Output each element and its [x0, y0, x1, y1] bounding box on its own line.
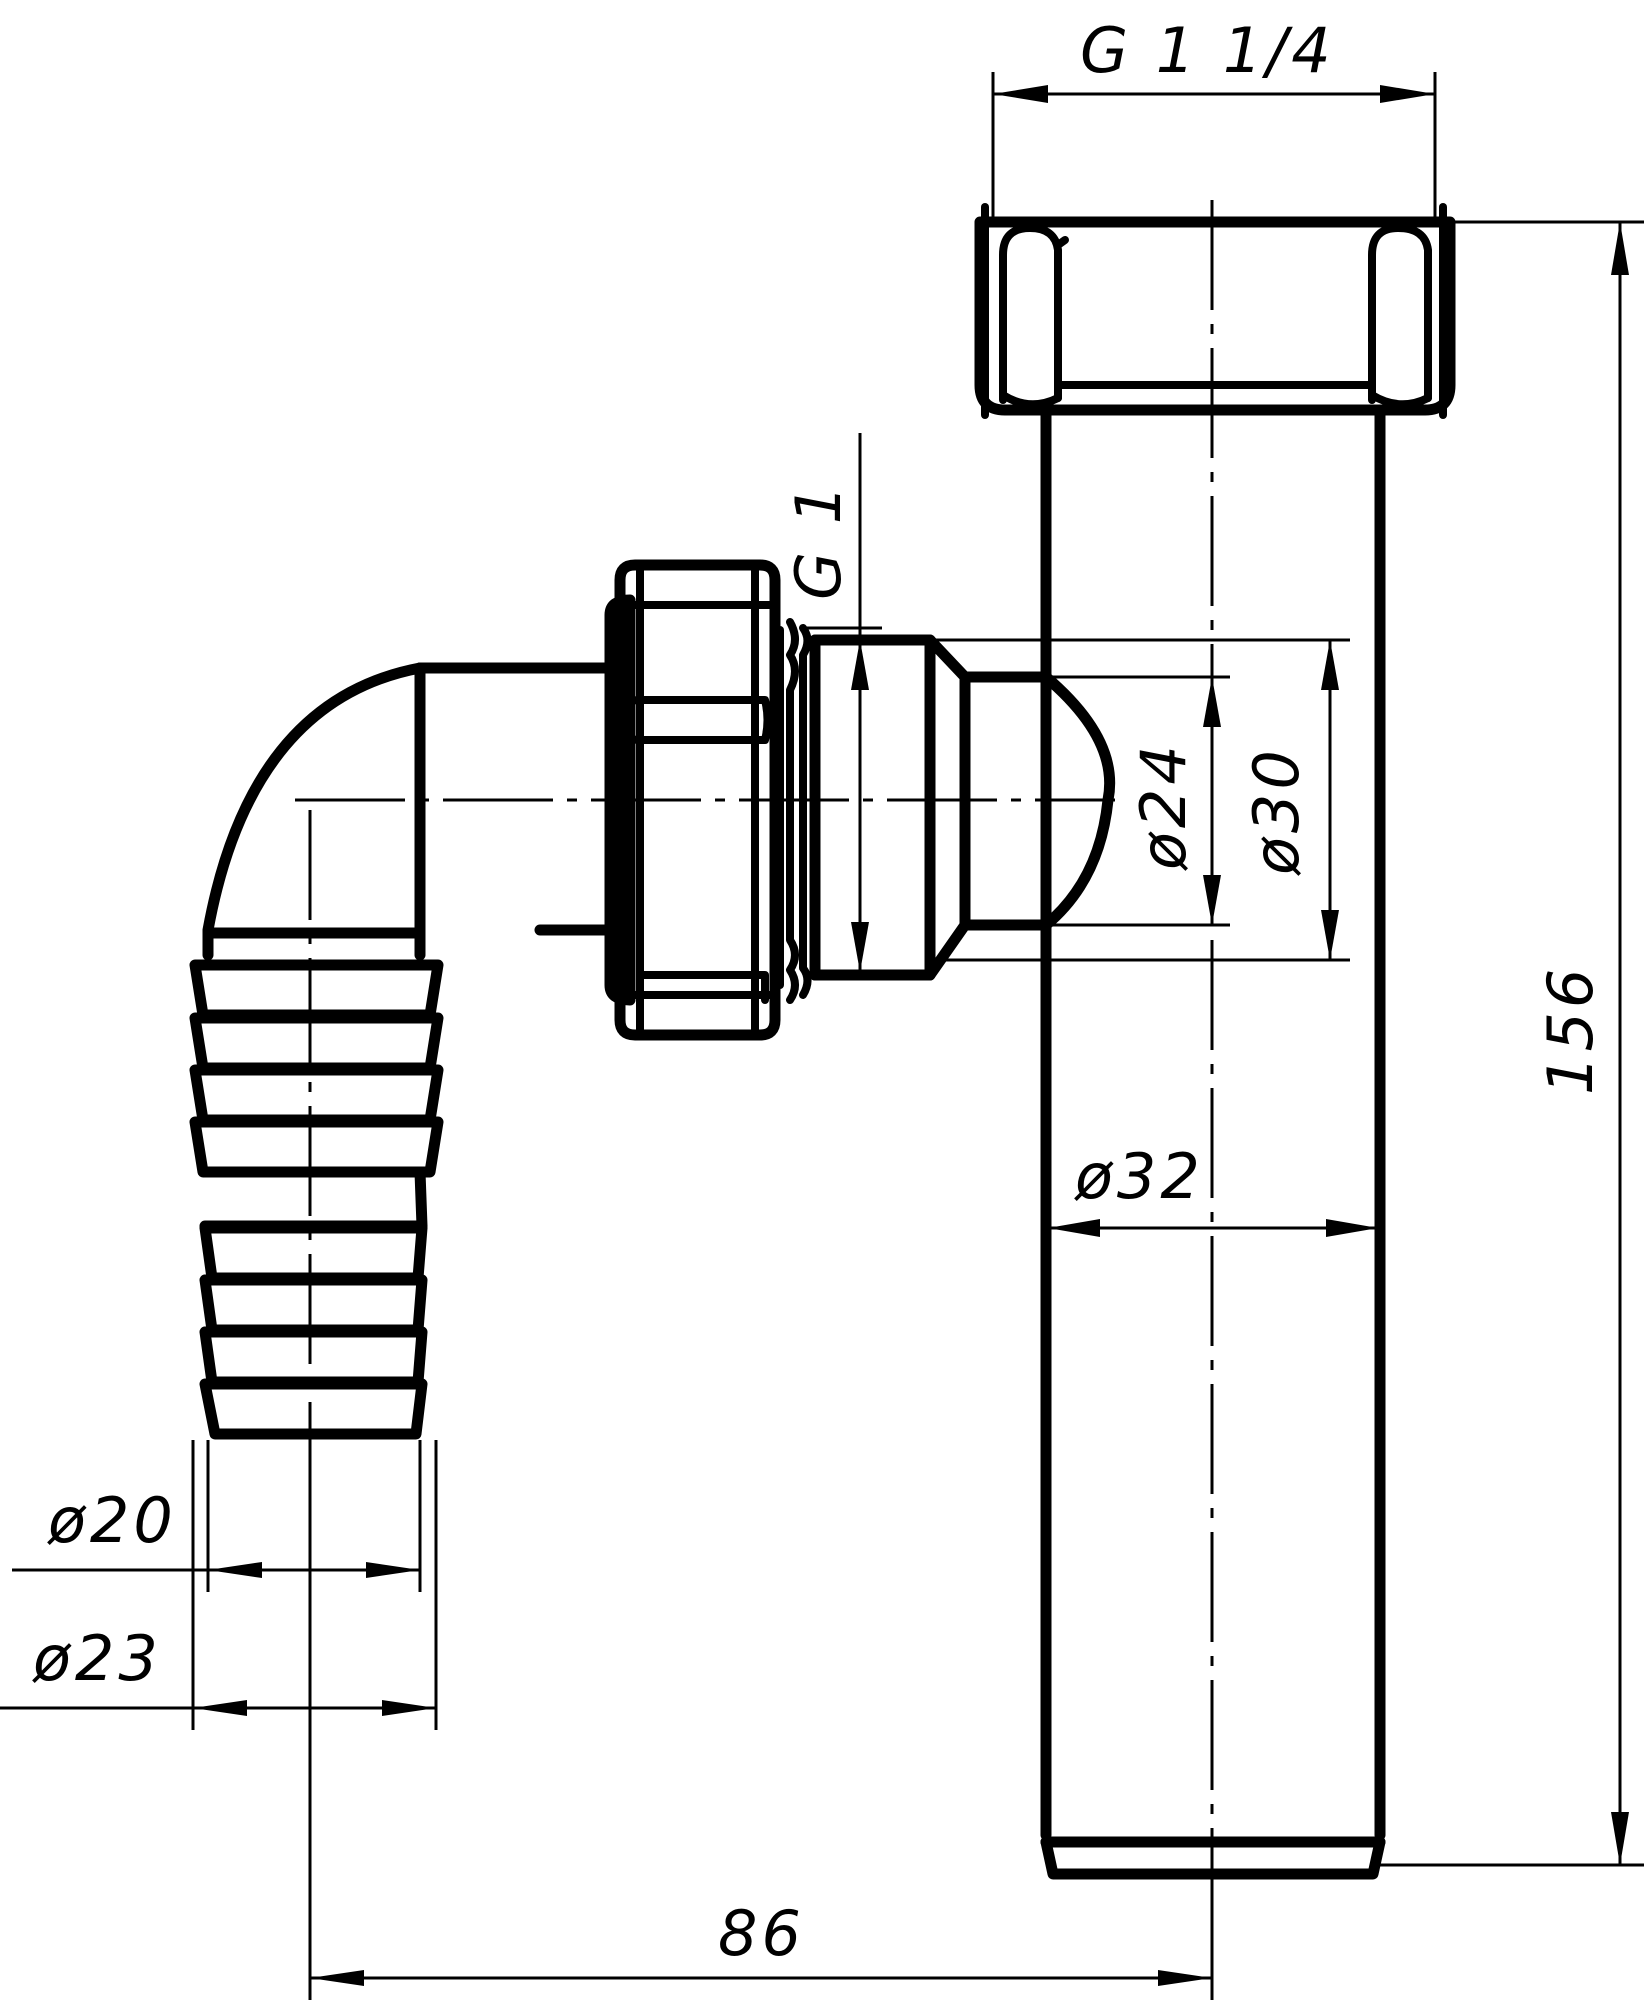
- dim-d23: [0, 1440, 438, 1730]
- dim-d30: [930, 638, 1350, 962]
- dim-offset-label: 86: [718, 1897, 805, 1970]
- dim-top-thread: [991, 72, 1437, 220]
- dim-d32: [1046, 1219, 1380, 1237]
- dim-side-thread: [805, 433, 882, 977]
- dim-side-thread-label: G 1: [782, 481, 855, 600]
- union-nut: [604, 559, 781, 1041]
- dim-d20: [12, 1440, 422, 1592]
- dim-height-label: 156: [1534, 965, 1607, 1095]
- dim-d20-label: ø20: [47, 1484, 177, 1557]
- dim-offset: [308, 1500, 1214, 2000]
- dim-d32-label: ø32: [1074, 1140, 1204, 1213]
- branch-spigot: [776, 618, 1052, 1004]
- dim-d24-label: ø24: [1127, 741, 1200, 871]
- dim-top-thread-label: G 1 1/4: [1080, 14, 1335, 87]
- main-pipe: [974, 203, 1456, 1880]
- dim-d24: [965, 675, 1230, 927]
- dim-height: [1380, 220, 1644, 1867]
- dim-d30-label: ø30: [1240, 746, 1313, 876]
- elbow: [202, 662, 616, 961]
- hose-barb: [189, 959, 444, 1440]
- dim-d23-label: ø23: [32, 1622, 162, 1695]
